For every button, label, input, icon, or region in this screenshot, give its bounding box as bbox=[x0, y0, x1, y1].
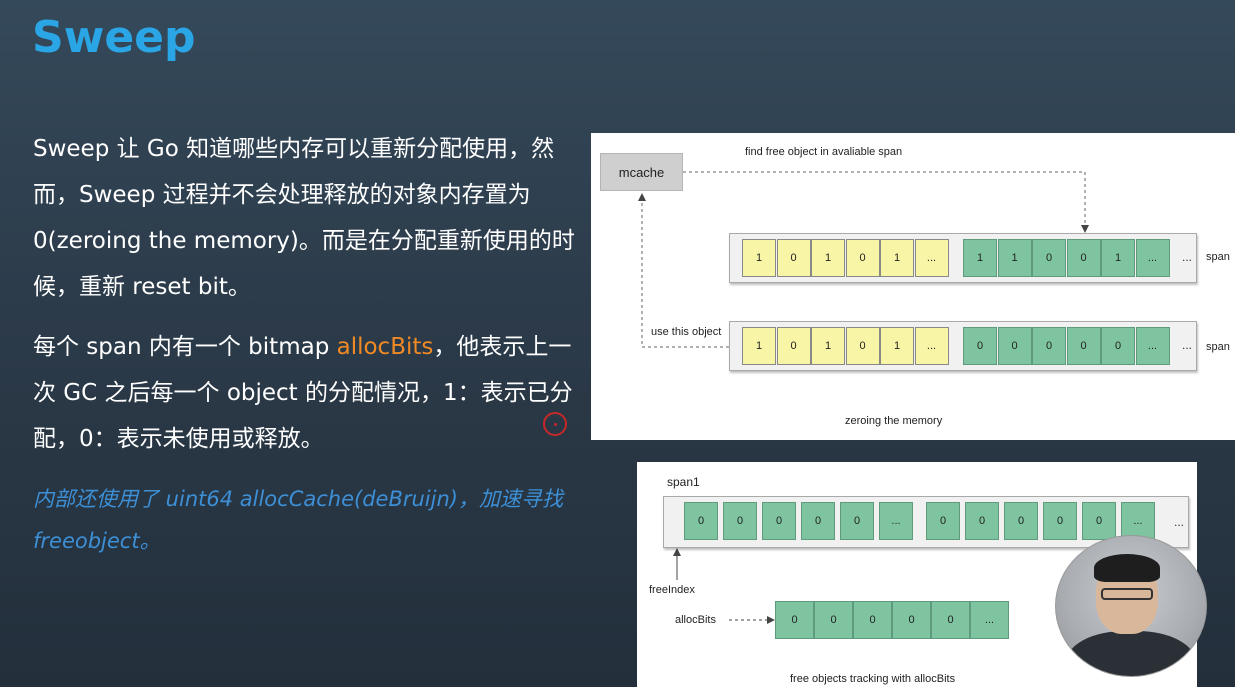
paragraph-allocbits-end: ，他表示上一次 GC 之后每一个 object 的分配情况，1：表示已分配，0：… bbox=[33, 334, 573, 452]
span-row-top-ellipsis: ... bbox=[1182, 250, 1193, 264]
bit-cell: ... bbox=[914, 239, 949, 277]
bit-cell: 0 bbox=[1066, 239, 1101, 277]
bit-cell: 0 bbox=[845, 239, 880, 277]
bit-cell: 1 bbox=[811, 327, 845, 365]
bit-cell: 1 bbox=[742, 239, 776, 277]
slide-title: Sweep bbox=[32, 12, 196, 63]
bit-cell: 0 bbox=[1004, 502, 1038, 540]
bit-cell: 0 bbox=[776, 327, 811, 365]
sweep-diagram: mcache find free object in avaliable spa… bbox=[591, 133, 1235, 440]
bit-cell: 0 bbox=[840, 502, 874, 540]
find-free-object-label: find free object in avaliable span bbox=[745, 146, 903, 158]
allocbits-cell: ... bbox=[970, 601, 1009, 639]
span1-label: span1 bbox=[667, 475, 700, 489]
use-arrow bbox=[638, 193, 729, 348]
bit-cell: ... bbox=[1121, 502, 1155, 540]
free-index-label: freeIndex bbox=[649, 584, 695, 596]
allocbits-cell: 0 bbox=[775, 601, 814, 639]
paragraph-allocbits: 每个 span 内有一个 bitmap allocBits，他表示上一次 GC … bbox=[33, 324, 578, 462]
bit-cell: 0 bbox=[1101, 327, 1135, 365]
bit-cell: 1 bbox=[742, 327, 776, 365]
allocbits-caption: free objects tracking with allocBits bbox=[790, 673, 956, 685]
bit-cell: 0 bbox=[965, 502, 999, 540]
allocbits-cell: 0 bbox=[853, 601, 892, 639]
bit-cell: ... bbox=[1135, 239, 1170, 277]
allocbits-label: allocBits bbox=[675, 614, 716, 626]
bit-cell: 1 bbox=[880, 327, 914, 365]
bit-cell: ... bbox=[914, 327, 949, 365]
bit-cell: 0 bbox=[1066, 327, 1101, 365]
note-alloccache: 内部还使用了 uint64 allocCache(deBruijn)，加速寻找f… bbox=[33, 487, 563, 553]
bit-cell: 0 bbox=[963, 327, 997, 365]
bit-cell: ... bbox=[879, 502, 913, 540]
bit-cell: 0 bbox=[1043, 502, 1077, 540]
span-label-top: span bbox=[1206, 251, 1230, 263]
allocbits-diagram-arrows bbox=[673, 548, 775, 624]
allocbits-cell: 0 bbox=[892, 601, 931, 639]
bit-cell: 0 bbox=[801, 502, 835, 540]
span-label-bottom: span bbox=[1206, 341, 1230, 353]
bit-cell: 0 bbox=[845, 327, 880, 365]
paragraph-allocbits-start: 每个 span 内有一个 bitmap bbox=[33, 334, 337, 360]
bit-cell: 0 bbox=[684, 502, 718, 540]
bit-cell: 0 bbox=[776, 239, 811, 277]
allocbits-cell: 0 bbox=[931, 601, 970, 639]
bit-cell: 0 bbox=[723, 502, 757, 540]
bit-cell: 0 bbox=[997, 327, 1032, 365]
zeroing-memory-label: zeroing the memory bbox=[845, 415, 943, 427]
bit-cell: 0 bbox=[1032, 239, 1066, 277]
bit-cell: 0 bbox=[926, 502, 960, 540]
pointer-cursor-icon bbox=[543, 412, 567, 436]
bit-cell: 0 bbox=[1082, 502, 1116, 540]
paragraph-sweep-intro: Sweep 让 Go 知道哪些内存可以重新分配使用，然而，Sweep 过程并不会… bbox=[33, 136, 575, 300]
sweep-diagram-arrows bbox=[638, 171, 1089, 348]
bit-cell: 1 bbox=[811, 239, 845, 277]
bit-cell: 0 bbox=[1032, 327, 1066, 365]
find-arrow bbox=[683, 171, 1089, 233]
span1-ellipsis: ... bbox=[1174, 515, 1185, 529]
bit-cell: 1 bbox=[963, 239, 997, 277]
span-row-bottom-ellipsis: ... bbox=[1182, 338, 1193, 352]
presenter-webcam-icon bbox=[1055, 535, 1207, 677]
bit-cell: ... bbox=[1135, 327, 1170, 365]
bit-cell: 0 bbox=[762, 502, 796, 540]
bit-cell: 1 bbox=[880, 239, 914, 277]
mcache-box: mcache bbox=[600, 153, 683, 191]
allocbits-highlight: allocBits bbox=[336, 334, 434, 360]
allocbits-cell: 0 bbox=[814, 601, 853, 639]
use-object-label: use this object bbox=[651, 326, 722, 338]
bit-cell: 1 bbox=[1101, 239, 1135, 277]
bit-cell: 1 bbox=[997, 239, 1032, 277]
